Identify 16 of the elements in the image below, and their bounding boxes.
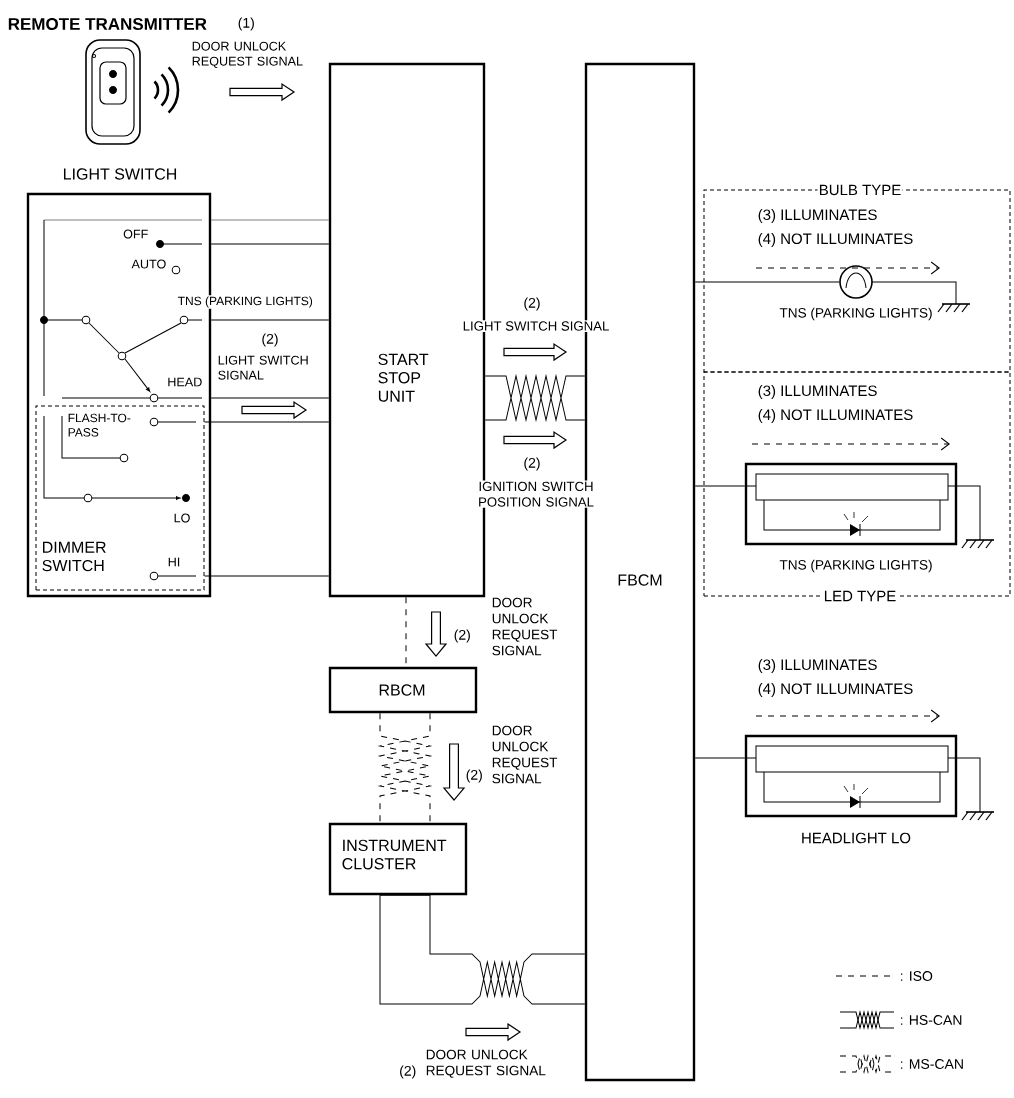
- wire: [694, 485, 746, 487]
- wire: [694, 757, 746, 759]
- wire: [210, 219, 330, 221]
- wire: [694, 281, 840, 283]
- wire: [210, 397, 330, 399]
- wire: [204, 421, 330, 423]
- node-label: LIGHT SWITCH: [63, 168, 177, 180]
- bulb-symbol: [839, 265, 873, 299]
- control-unit-box: RBCM: [328, 666, 478, 714]
- wire: [210, 319, 330, 321]
- control-unit-box: INSTRUMENT CLUSTER: [328, 822, 468, 896]
- device-title: REMOTE TRANSMITTER: [8, 18, 207, 30]
- wire: [204, 575, 330, 577]
- wire: [210, 243, 330, 245]
- wire: [379, 894, 586, 1005]
- wire: [484, 375, 586, 421]
